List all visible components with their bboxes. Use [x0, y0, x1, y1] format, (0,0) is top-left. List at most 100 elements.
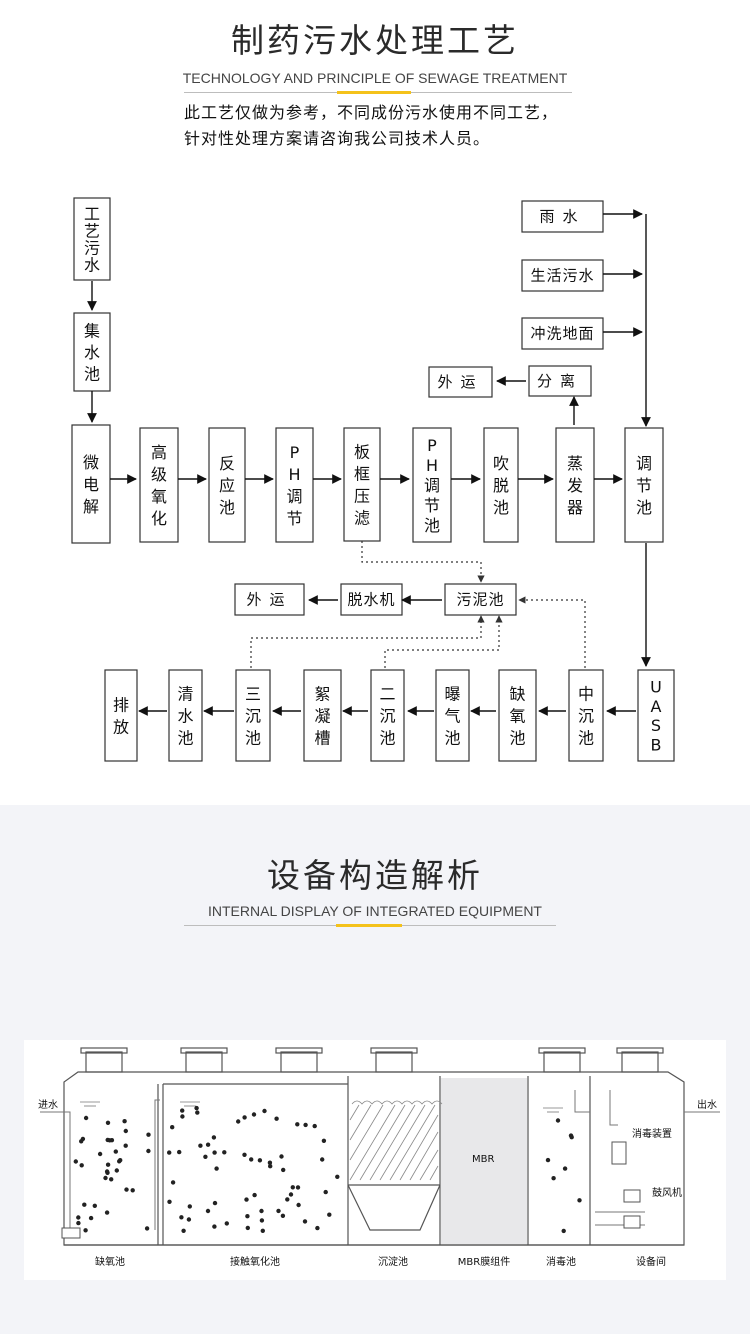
flow-node-secondary-settling	[370, 669, 405, 762]
bubble	[109, 1177, 114, 1182]
bubble	[198, 1143, 203, 1148]
bubble	[267, 1160, 273, 1165]
flow-node-label-separation: 分离	[537, 372, 583, 390]
flow-node-anoxic-tank	[498, 669, 537, 762]
flow-node-label-equalization-tank: 调节池	[636, 454, 652, 517]
bubble	[288, 1192, 294, 1197]
flow-node-process-wastewater	[73, 197, 111, 281]
bubble	[114, 1168, 120, 1173]
flow-node-ph-adjust-tank	[412, 427, 452, 543]
mbr-module	[441, 1078, 527, 1244]
bubble	[259, 1218, 265, 1223]
outlet-label: 出水	[697, 1098, 717, 1111]
bubble	[167, 1199, 172, 1205]
process-subtitle: TECHNOLOGY AND PRINCIPLE OF SEWAGE TREAT…	[182, 70, 568, 86]
bubble	[205, 1208, 211, 1214]
bubble	[181, 1228, 186, 1234]
inlet-label: 进水	[38, 1099, 58, 1111]
bubble	[170, 1180, 176, 1185]
bubble	[167, 1150, 172, 1155]
flow-node-label-secondary-settling: 二沉池	[379, 685, 395, 748]
note-line-2: 针对性处理方案请咨询我公司技术人员。	[184, 129, 491, 148]
bubble	[194, 1105, 199, 1111]
bubble	[312, 1123, 317, 1129]
equipment-diagram: 进水 出水 MBR 消毒装置 鼓风机 缺氧池 接触氧化池 沉淀池 MBR膜组件 …	[24, 1040, 726, 1280]
flow-node-label-transport-out-2: 外运	[246, 591, 292, 609]
bubble	[280, 1213, 286, 1219]
bubble	[123, 1128, 128, 1134]
bubble	[245, 1214, 250, 1219]
bubble	[88, 1215, 94, 1221]
flow-node-micro-electrolysis	[71, 424, 111, 544]
process-note: 此工艺仅做为参考，不同成份污水使用不同工艺， 针对性处理方案请咨询我公司技术人员…	[184, 100, 704, 152]
flow-node-flocculation-tank	[303, 669, 342, 762]
flow-node-transport-out-2	[234, 583, 305, 616]
bubble	[257, 1158, 263, 1163]
flow-node-discharge	[104, 669, 138, 762]
zone-label-sedimentation: 沉淀池	[378, 1255, 408, 1268]
bubble	[285, 1197, 290, 1202]
bubble	[262, 1108, 267, 1114]
bubble	[545, 1157, 551, 1163]
bubble	[555, 1118, 561, 1123]
flow-node-tertiary-settling	[235, 669, 271, 762]
flow-node-evaporator	[555, 427, 595, 543]
bubble	[205, 1142, 211, 1147]
bubble	[211, 1135, 217, 1140]
mbr-label: MBR	[472, 1154, 494, 1165]
bubble	[259, 1208, 264, 1214]
flow-node-label-floor-washing: 冲洗地面	[530, 325, 594, 343]
bubble	[146, 1148, 151, 1154]
flow-node-label-advanced-oxidation: 高级氧化	[151, 443, 167, 528]
equipment-title: 设备构造解析	[267, 856, 483, 895]
flow-node-aeration-tank	[435, 669, 470, 762]
flow-node-label-micro-electrolysis: 微电解	[83, 453, 99, 516]
flow-node-rain-water	[521, 200, 604, 233]
flow-node-domestic-sewage	[521, 259, 604, 292]
flow-node-label-plate-frame-filter: 板框压滤	[354, 443, 370, 528]
bubble	[279, 1154, 284, 1159]
flow-node-label-transport-out-1: 外运	[437, 373, 483, 391]
bubble	[107, 1138, 112, 1143]
bubble	[212, 1200, 218, 1206]
equipment-subtitle: INTERNAL DISPLAY OF INTEGRATED EQUIPMENT	[208, 903, 542, 919]
note-line-1: 此工艺仅做为参考，不同成份污水使用不同工艺，	[184, 103, 559, 122]
bubble	[170, 1125, 175, 1130]
sludge-dotted-lines	[250, 541, 586, 668]
flow-node-label-domestic-sewage: 生活污水	[530, 267, 594, 285]
bubble	[113, 1149, 119, 1154]
bubble	[144, 1226, 150, 1231]
inclined-plates	[349, 1100, 443, 1181]
bubble	[214, 1166, 219, 1171]
blower-label: 鼓风机	[652, 1186, 682, 1199]
bubble	[80, 1136, 86, 1142]
bubble	[245, 1225, 250, 1231]
process-title: 制药污水处理工艺	[231, 21, 519, 60]
zone-label-equipment-room: 设备间	[636, 1255, 666, 1268]
bubble	[224, 1221, 229, 1226]
bubble	[179, 1215, 184, 1220]
bubble	[130, 1188, 135, 1193]
bubble	[260, 1228, 265, 1234]
title-accent	[337, 91, 411, 94]
bubble	[335, 1174, 340, 1180]
bubble	[296, 1202, 301, 1208]
zone-label-anoxic: 缺氧池	[95, 1255, 125, 1268]
bubble	[327, 1212, 332, 1217]
bubble	[92, 1203, 98, 1209]
bubble	[242, 1152, 247, 1158]
bubble	[83, 1115, 89, 1121]
bubble	[104, 1210, 110, 1215]
flow-node-label-anoxic-tank: 缺氧池	[509, 685, 525, 748]
bubble	[212, 1150, 217, 1155]
flow-node-label-tertiary-settling: 三沉池	[245, 685, 261, 748]
flow-node-sludge-tank	[444, 583, 517, 616]
pipes	[40, 1090, 720, 1230]
bubble	[105, 1120, 111, 1126]
flow-node-clear-water-tank	[168, 669, 203, 762]
bubble	[562, 1166, 568, 1171]
bubble	[295, 1185, 301, 1190]
zone-label-contact-oxidation: 接触氧化池	[230, 1255, 280, 1268]
